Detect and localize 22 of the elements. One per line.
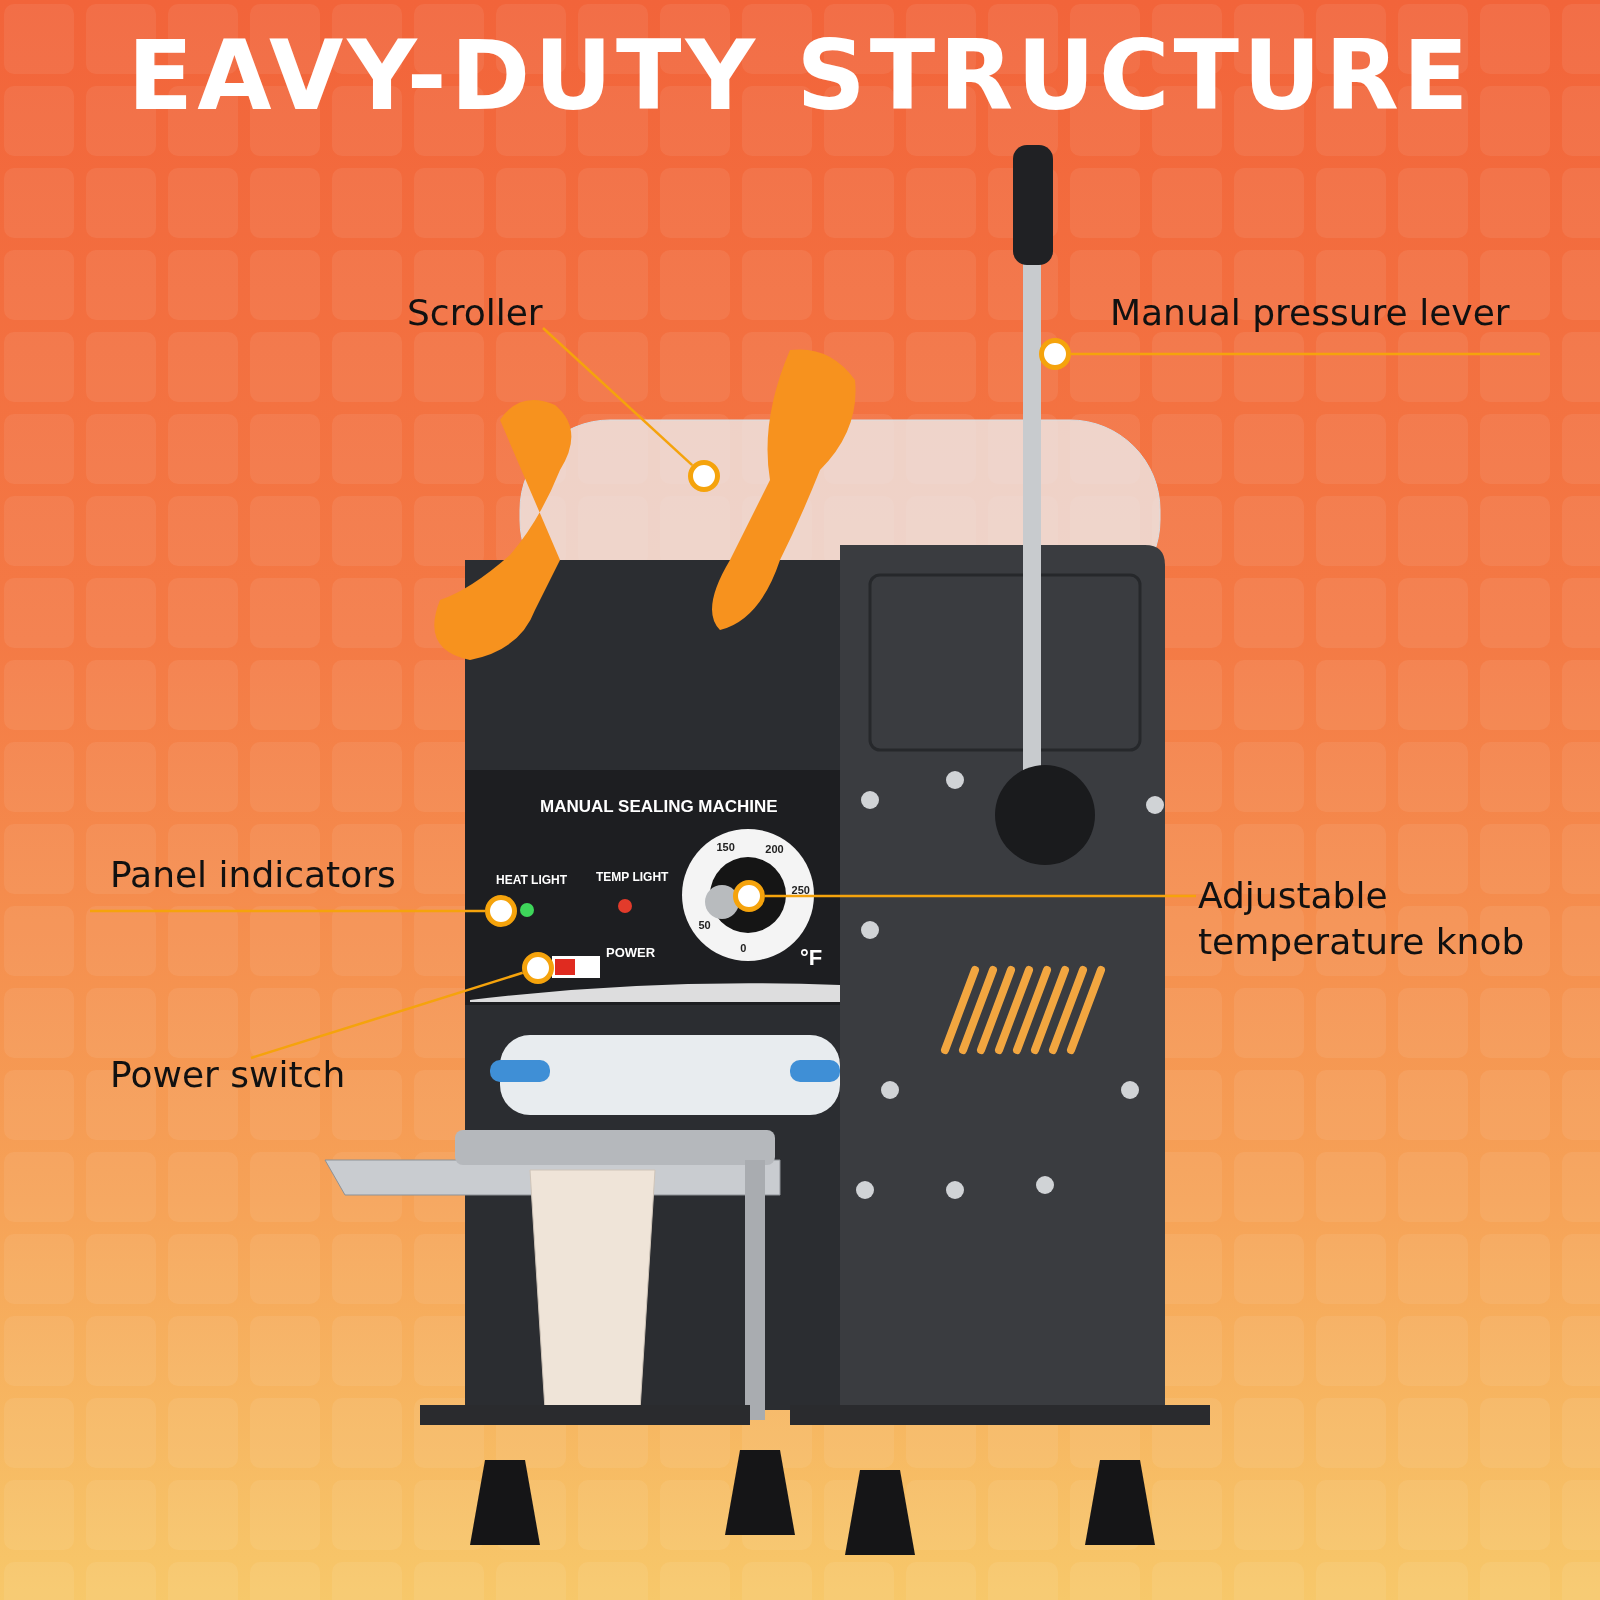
heading: EAVY-DUTY STRUCTURE — [127, 20, 1473, 132]
dial-number: 250 — [791, 884, 810, 897]
indicator-label: HEAT LIGHT — [496, 873, 568, 887]
dial-number: 0 — [740, 941, 747, 954]
callout-label: Scroller — [407, 290, 543, 336]
leader-line — [1071, 352, 1540, 356]
leader-line — [250, 971, 524, 1060]
dial-number: 200 — [765, 843, 784, 856]
callout-label: Power switch — [110, 1052, 346, 1098]
callout-label: Panel indicators — [110, 852, 396, 898]
leader-line — [542, 327, 694, 467]
callout-dot — [1039, 338, 1071, 370]
dial-number: 150 — [716, 840, 735, 853]
leader-line — [90, 909, 485, 913]
callout-label: Adjustable temperature knob — [1198, 873, 1558, 965]
unit-label: °F — [800, 945, 823, 971]
dial-number: 50 — [698, 919, 711, 932]
indicator-label: TEMP LIGHT — [596, 870, 669, 884]
callout-label: Manual pressure lever — [1110, 290, 1510, 336]
switch-label: POWER — [606, 945, 656, 960]
panel-title: MANUAL SEALING MACHINE — [540, 797, 778, 817]
leader-line — [765, 894, 1196, 898]
